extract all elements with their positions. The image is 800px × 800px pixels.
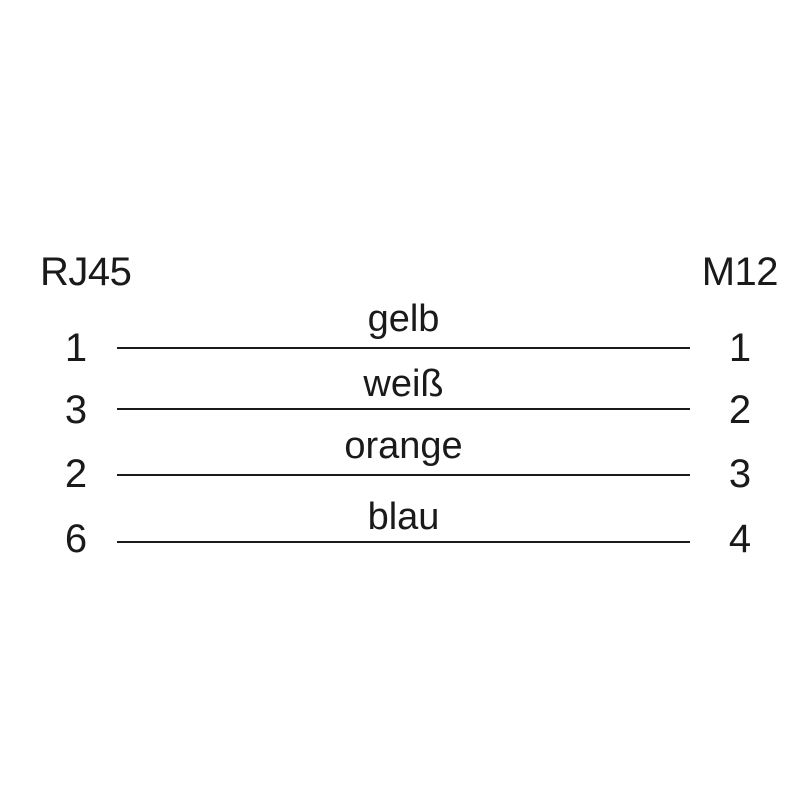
right-pin-number: 1 [728, 326, 752, 370]
left-pin-number: 3 [64, 388, 88, 432]
wire-color-label: orange [344, 425, 463, 467]
right-pin-number: 4 [728, 517, 752, 561]
wire-line [117, 347, 690, 349]
wire-color-label: weiß [363, 363, 444, 405]
right-pin-number: 2 [728, 388, 752, 432]
right-pin-number: 3 [728, 452, 752, 496]
right-connector-label: M12 [701, 250, 779, 294]
wire-color-label: gelb [367, 298, 440, 340]
wire-line [117, 541, 690, 543]
left-pin-number: 1 [64, 326, 88, 370]
left-pin-number: 2 [64, 452, 88, 496]
wire-color-label: blau [367, 496, 440, 538]
wire-line [117, 474, 690, 476]
left-connector-label: RJ45 [40, 250, 132, 294]
wire-line [117, 408, 690, 410]
left-pin-number: 6 [64, 517, 88, 561]
